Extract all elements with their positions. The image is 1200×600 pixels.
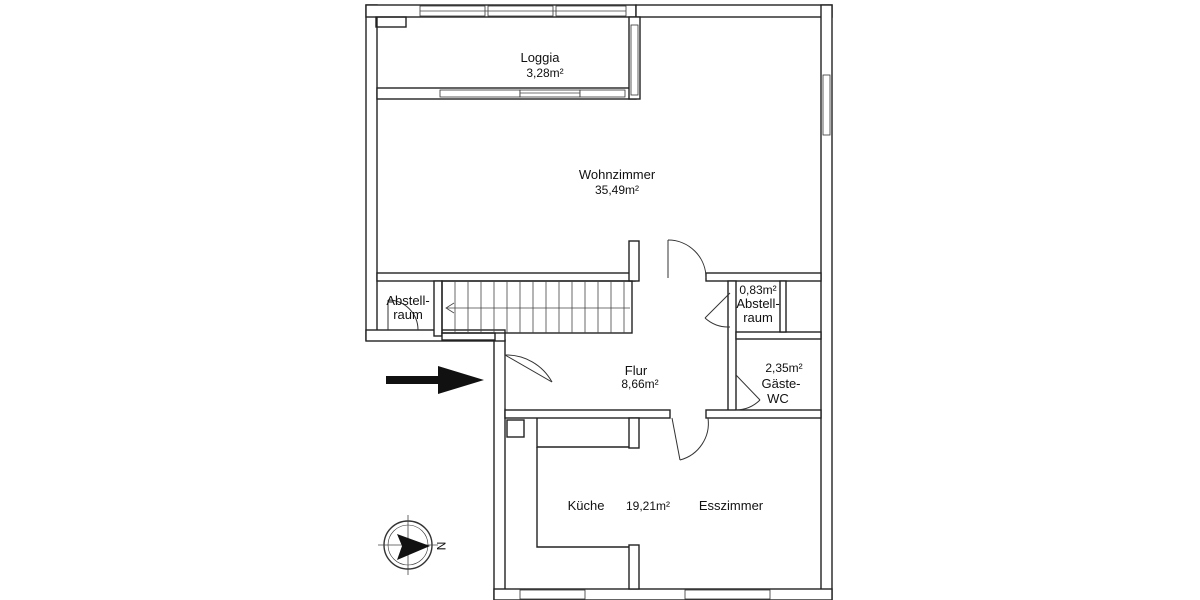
abstellraum-left-line1: Abstell-	[386, 293, 429, 308]
loggia-area: 3,28m²	[526, 66, 563, 80]
abstellraum-right-line2: raum	[743, 310, 773, 325]
gaeste-wc-area: 2,35m²	[765, 361, 802, 375]
wohnzimmer-name: Wohnzimmer	[579, 167, 656, 182]
doors	[387, 239, 761, 461]
entrance-arrow	[386, 366, 484, 394]
esszimmer-area: 19,21m²	[626, 499, 670, 513]
room-labels: Loggia 3,28m² Wohnzimmer 35,49m² Abstell…	[386, 50, 802, 550]
staircase	[441, 280, 633, 334]
abstellraum-left-line2: raum	[393, 307, 423, 322]
kueche-name: Küche	[568, 498, 605, 513]
windows	[419, 5, 831, 600]
abstellraum-right-line1: Abstell-	[736, 296, 779, 311]
flur-area: 8,66m²	[621, 377, 658, 391]
compass-label: N	[434, 542, 448, 551]
wohnzimmer-area: 35,49m²	[595, 183, 639, 197]
esszimmer-name: Esszimmer	[699, 498, 764, 513]
abstellraum-right-area: 0,83m²	[739, 283, 776, 297]
flur-name: Flur	[625, 363, 648, 378]
gaeste-wc-line2: WC	[767, 391, 789, 406]
loggia-name: Loggia	[520, 50, 560, 65]
gaeste-wc-line1: Gäste-	[761, 376, 800, 391]
compass-icon	[378, 515, 438, 575]
